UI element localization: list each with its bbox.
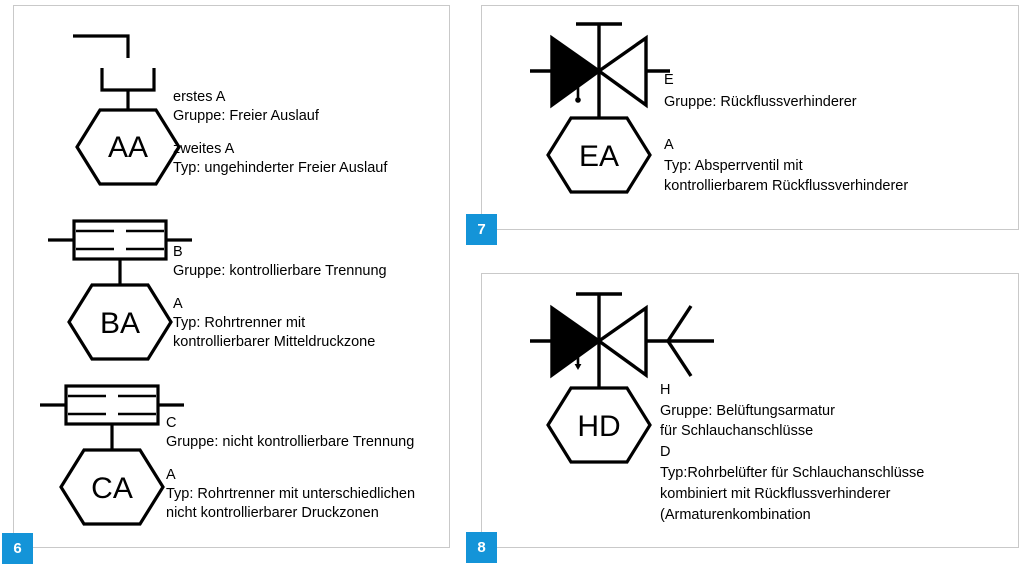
symbol-code-ca: CA <box>91 472 133 505</box>
label-ca-type-line2: nicht kontrollierbarer Druckzonen <box>166 505 379 521</box>
panel-6 <box>13 5 450 548</box>
symbol-pipe-separator-ca: CA <box>40 384 184 526</box>
label-ca-type-marker: A <box>166 467 176 483</box>
label-ba-type-line1: Typ: Rohrtrenner mit <box>173 315 306 331</box>
symbol-check-valve-ea: EA <box>530 22 670 194</box>
symbol-code-ba: BA <box>100 307 140 340</box>
label-ca-type-line1: Typ: Rohrtrenner mit unterschiedlichen <box>166 486 416 502</box>
symbol-code-ea: EA <box>579 140 619 173</box>
symbol-free-outlet-aa: AA <box>73 34 181 186</box>
label-aa-group-marker: erstes A <box>173 89 226 105</box>
label-ea-type-line1: Typ: Absperrventil mit <box>664 158 803 174</box>
label-ba-type-line2: kontrollierbarer Mitteldruckzone <box>173 334 376 350</box>
label-hd-group-line1: Gruppe: Belüftungsarmatur <box>660 403 835 419</box>
symbol-check-valve-with-vent-hd: HD <box>530 292 714 464</box>
label-ba-group: Gruppe: kontrollierbare Trennung <box>173 263 387 279</box>
panel-badge-6: 6 <box>2 533 33 564</box>
label-aa-group: Gruppe: Freier Auslauf <box>173 108 319 124</box>
label-aa-type-marker: zweites A <box>173 141 235 157</box>
label-hd-type-line3: (Armaturenkombination <box>660 507 811 523</box>
label-ea-group: Gruppe: Rückflussverhinderer <box>664 94 857 110</box>
symbol-code-aa: AA <box>108 131 148 164</box>
label-aa-type-line1: Typ: ungehinderter Freier Auslauf <box>173 160 388 176</box>
label-ba-group-marker: B <box>173 244 183 260</box>
panel-8 <box>481 273 1019 548</box>
label-ca-group-marker: C <box>166 415 177 431</box>
label-ea-group-marker: E <box>664 72 674 88</box>
symbol-code-hd: HD <box>577 410 620 443</box>
label-ca-group: Gruppe: nicht kontrollierbare Trennung <box>166 434 415 450</box>
label-hd-type-marker: D <box>660 444 671 460</box>
label-hd-type-line2: kombiniert mit Rückflussverhinderer <box>660 486 891 502</box>
panel-badge-7: 7 <box>466 214 497 245</box>
label-ba-type-marker: A <box>173 296 183 312</box>
label-ea-type-marker: A <box>664 137 674 153</box>
panel-badge-8: 8 <box>466 532 497 563</box>
label-hd-group-line2: für Schlauchanschlüsse <box>660 423 814 439</box>
label-hd-type-line1: Typ:Rohrbelüfter für Schlauchanschlüsse <box>660 465 925 481</box>
label-hd-group-marker: H <box>660 382 671 398</box>
label-ea-type-line2: kontrollierbarem Rückflussverhinderer <box>664 178 909 194</box>
symbol-pipe-separator-ba: BA <box>48 219 192 361</box>
